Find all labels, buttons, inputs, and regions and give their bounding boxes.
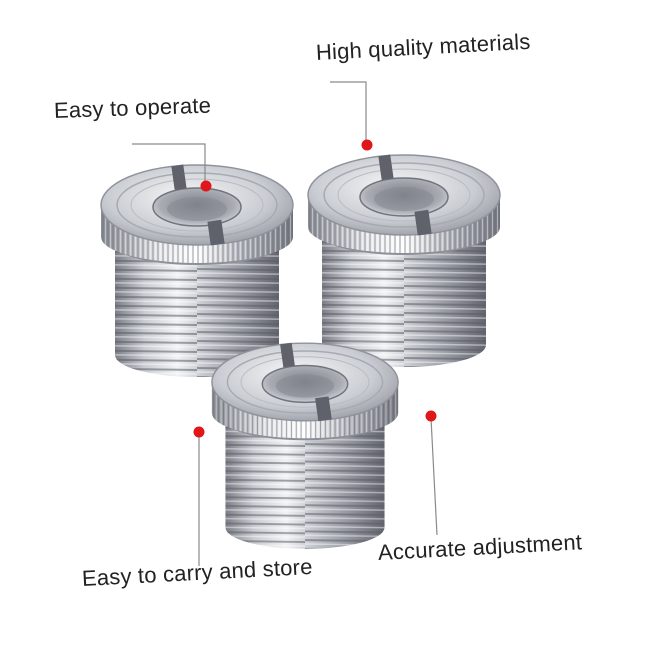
callout-label-operate: Easy to operate bbox=[53, 92, 212, 123]
callout-dot-quality bbox=[361, 139, 373, 151]
callout-line-operate bbox=[132, 143, 206, 184]
callout-dot-operate bbox=[200, 180, 212, 192]
callout-line-accurate bbox=[430, 417, 438, 536]
callout-dot-carry bbox=[193, 426, 205, 438]
callout-line-quality bbox=[330, 81, 367, 142]
adapter-right bbox=[307, 153, 501, 368]
adapter-front bbox=[211, 342, 399, 550]
adapter-left bbox=[100, 163, 294, 378]
callout-dot-accurate bbox=[425, 410, 437, 422]
